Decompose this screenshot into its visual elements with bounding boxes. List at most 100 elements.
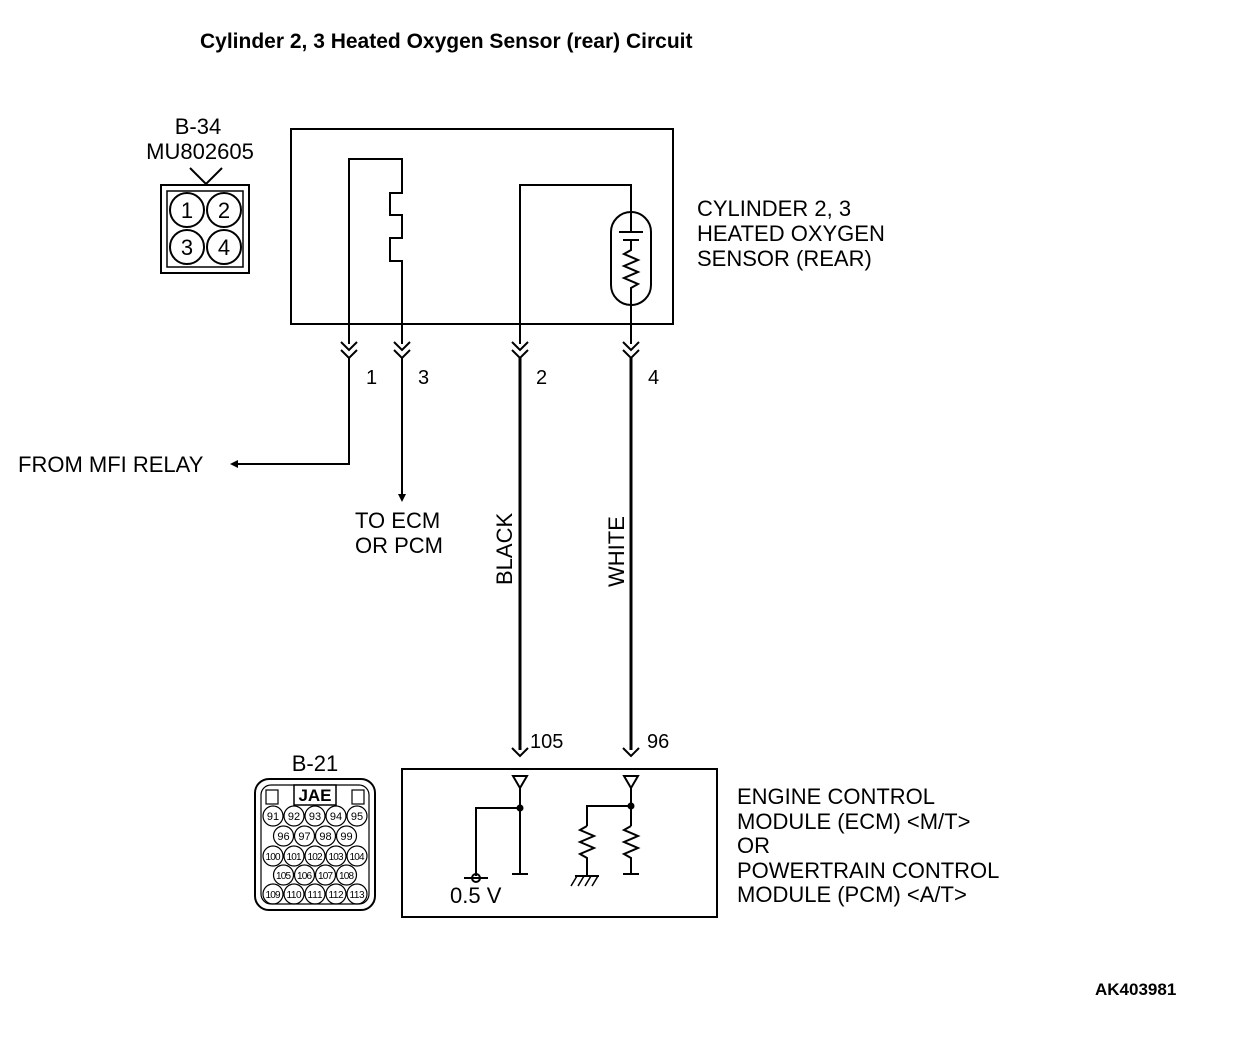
connector-b21-pin-label: 92 [288, 811, 300, 823]
connector-b34-pin [169, 192, 205, 228]
sensor-pin-label: 2 [536, 367, 547, 389]
ecm-label-line1: ENGINE CONTROL [737, 784, 935, 809]
connector-b21-pin-label: 103 [329, 852, 344, 863]
chevron-down-icon [340, 341, 358, 352]
connector-b21-pin-label: 112 [329, 890, 344, 901]
connector-b21-pin [262, 883, 284, 905]
sensor-label-line3: SENSOR (REAR) [697, 246, 872, 271]
connector-b21-pin-label: 108 [339, 871, 354, 882]
diagram-title: Cylinder 2, 3 Heated Oxygen Sensor (rear… [200, 30, 693, 53]
connector-b21-pin-label: 101 [287, 852, 302, 863]
connector-b21-pin [304, 845, 326, 867]
connector-b21-id: B-21 [292, 751, 338, 776]
connector-b21-pin [272, 825, 295, 847]
connector-b21-body [254, 778, 376, 911]
chevron-down-icon [511, 747, 529, 758]
connector-b21-pin-label: 110 [287, 890, 302, 901]
ecm-label-line5: MODULE (PCM) <A/T> [737, 882, 967, 907]
ecm-pin-label-black: 105 [530, 731, 563, 753]
ecm-pin-label-white: 96 [647, 731, 669, 753]
chevron-down-icon [622, 341, 640, 352]
connector-b21-pin-label: 96 [277, 831, 289, 843]
ecm-module: 0.5 V ENGINE CONTROL MODULE (ECM) <M/T> … [401, 768, 999, 918]
connector-b34-pin-label: 3 [181, 235, 193, 260]
connector-b34-pin [169, 229, 205, 265]
connector-b21-pin [325, 883, 347, 905]
ecm-label-line4: POWERTRAIN CONTROL [737, 858, 999, 883]
connector-b21-pin [335, 825, 358, 847]
connector-b21-pin [283, 883, 305, 905]
connector-b21-pin-label: 102 [308, 852, 323, 863]
to-ecm-label-line1: TO ECM [355, 508, 440, 533]
connector-b21-pin-label: 98 [319, 831, 331, 843]
connector-b34-pin-label: 2 [218, 198, 230, 223]
connector-b21-pin-label: 97 [298, 831, 310, 843]
ecm-label-line3: OR [737, 833, 770, 858]
connector-b21-pin-label: 107 [318, 871, 333, 882]
figure-code: AK403981 [1095, 980, 1176, 999]
connector-b21-pin [346, 805, 368, 827]
ecm-label-line2: MODULE (ECM) <M/T> [737, 809, 970, 834]
connector-b34-body [160, 184, 250, 274]
connector-b34-pin [206, 229, 242, 265]
input-triangle-icon [622, 775, 640, 790]
wire-mfi-relay [236, 358, 350, 465]
sensor-pin-label: 1 [366, 367, 377, 389]
sensor-label-line1: CYLINDER 2, 3 [697, 196, 851, 221]
to-ecm-label-line2: OR PCM [355, 533, 443, 558]
connector-b34-id: B-34 [175, 114, 221, 139]
sensor-connector-chevrons [340, 341, 640, 360]
connector-b21-pin [304, 883, 326, 905]
sensor-pin-label: 4 [648, 367, 659, 389]
heater-element [348, 158, 403, 344]
connector-b34-pin [206, 192, 242, 228]
from-relay-label: FROM MFI RELAY [18, 452, 204, 477]
connector-b21-pin-label: 106 [297, 871, 312, 882]
connector-b21-pin [325, 805, 347, 827]
connector-b21-pin-label: 100 [266, 852, 281, 863]
connector-b21-pin-label: 111 [308, 890, 323, 901]
connector-b21-pin-label: 113 [350, 890, 365, 901]
connector-b21-pin [283, 845, 305, 867]
connector-b34: B-34 MU802605 1 2 3 4 [146, 114, 254, 274]
connector-b21-pin [346, 883, 368, 905]
connector-b21-brand-box [293, 784, 337, 806]
chevron-down-icon [511, 341, 529, 352]
connector-b21-pin [272, 864, 295, 886]
connector-b21-pin-label: 109 [266, 890, 281, 901]
connector-b21-pin [293, 825, 316, 847]
connector-b21-pin-label: 104 [350, 852, 365, 863]
sensor-label-line2: HEATED OXYGEN [697, 221, 885, 246]
chevron-down-icon [622, 747, 640, 758]
resistor-icon [621, 825, 641, 874]
wire-black-label: BLACK [492, 513, 517, 585]
connector-b21-pin [262, 805, 284, 827]
connector-b21-pin-label: 95 [351, 811, 363, 823]
voltage-label: 0.5 V [450, 883, 502, 908]
connector-b21-pin-label: 94 [330, 811, 342, 823]
connector-b21-pin [283, 805, 305, 827]
connector-b21-pin [262, 845, 284, 867]
connector-b34-inner [166, 190, 244, 268]
oxygen-sensor: CYLINDER 2, 3 HEATED OXYGEN SENSOR (REAR… [290, 128, 885, 344]
chevron-down-icon [393, 341, 411, 352]
connector-b21-pin-label: 93 [309, 811, 321, 823]
connector-b21-pin [293, 864, 316, 886]
connector-b21-brand: JAE [298, 786, 331, 805]
connector-b21-pin-label: 91 [267, 811, 279, 823]
arrow-left-icon [230, 460, 238, 468]
sensor-housing [290, 128, 674, 325]
arrow-down-icon [398, 494, 406, 502]
connector-b21-pin [304, 805, 326, 827]
connector-b21-latch [351, 789, 365, 805]
connector-b21-pin [314, 825, 337, 847]
connector-b21-pin [325, 845, 347, 867]
ecm-housing [401, 768, 718, 918]
sensor-pin-label: 3 [418, 367, 429, 389]
bias-voltage-wire [475, 807, 520, 876]
connector-b21-pin [314, 864, 337, 886]
connector-b21-pin [335, 864, 358, 886]
resistor-icon [577, 825, 597, 874]
